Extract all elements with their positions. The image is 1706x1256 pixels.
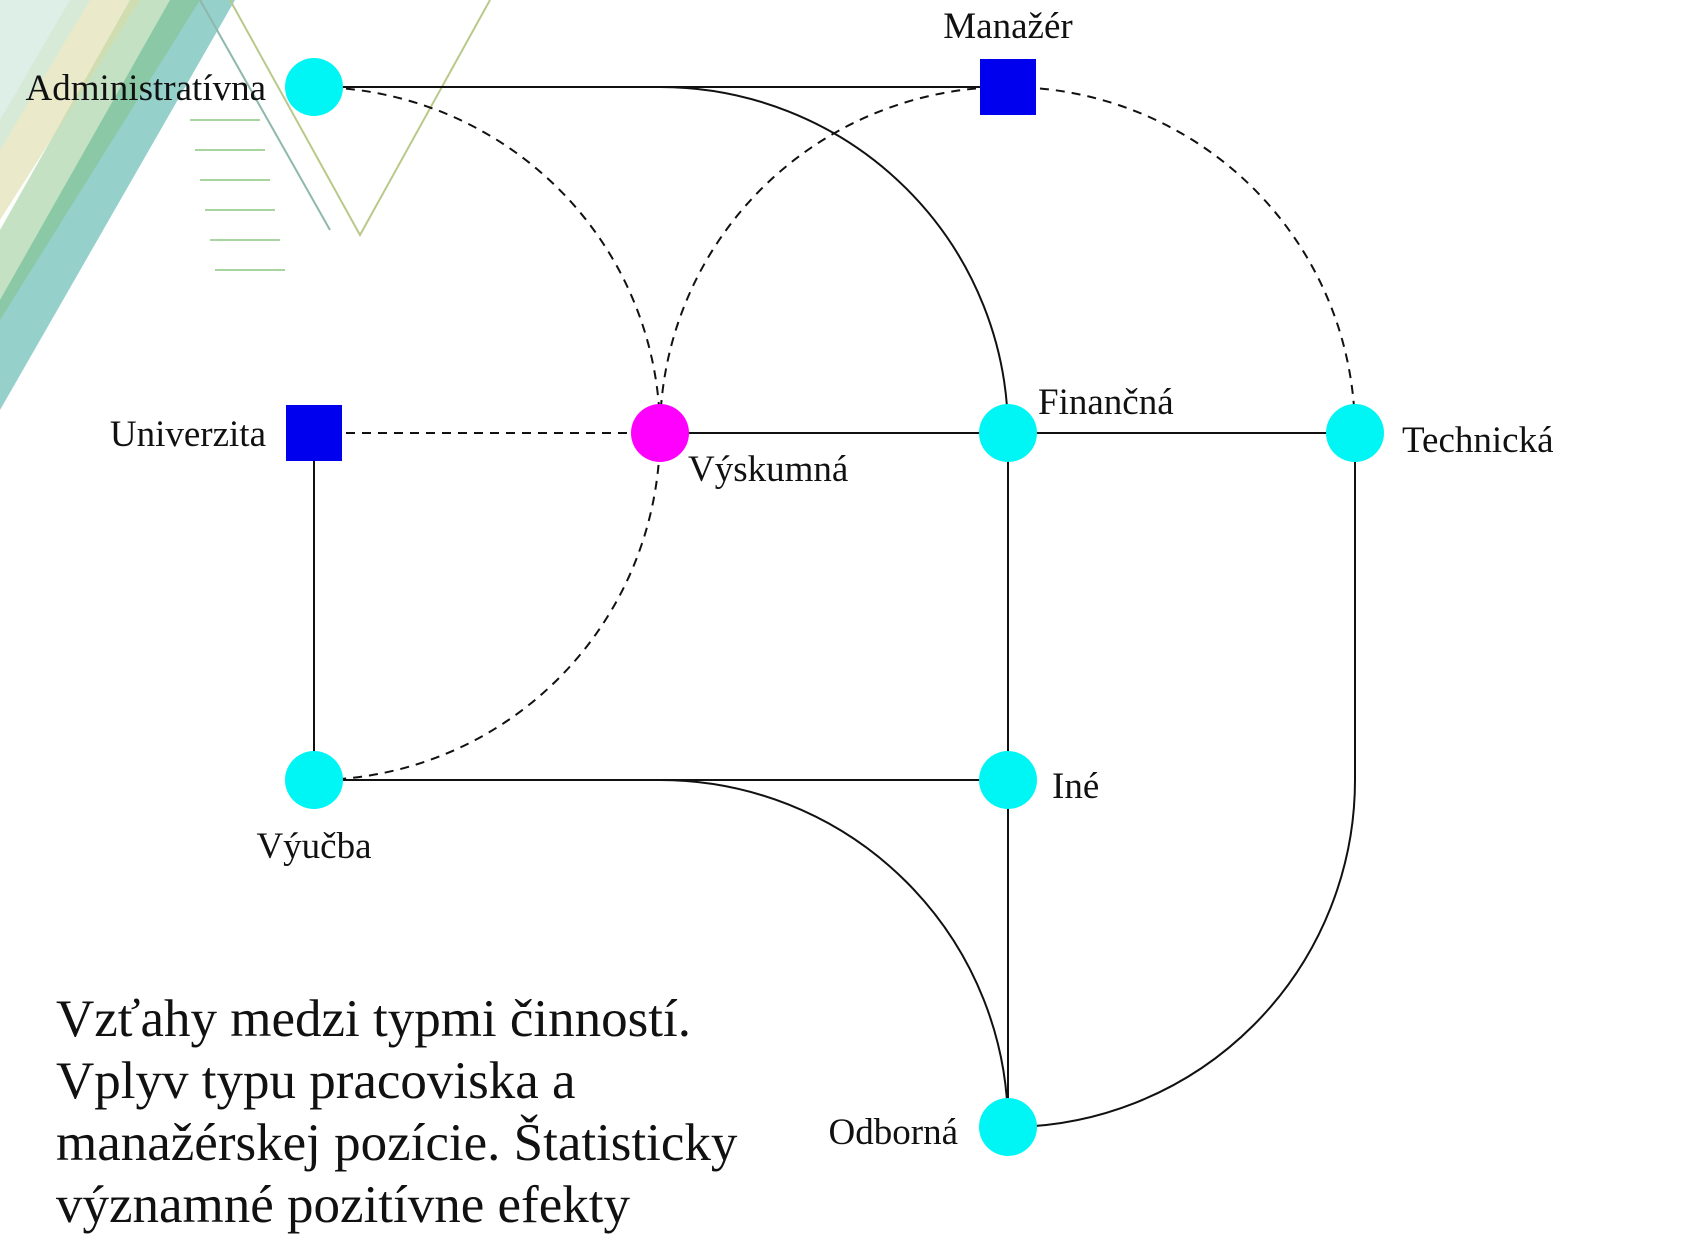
caption: Vzťahy medzi typmi činností. Vplyv typu …: [56, 988, 816, 1236]
node-technicka: [1326, 404, 1384, 462]
node-label-financna: Finančná: [1038, 382, 1174, 423]
deco-hatch-lines: [190, 119, 285, 271]
node-odborna: [979, 1098, 1037, 1156]
node-label-vyskumna: Výskumná: [688, 449, 848, 490]
caption-line-3: manažérskej pozície. Štatisticky: [56, 1114, 738, 1172]
deco-teal-stripe: [0, 0, 235, 410]
deco-thin-line-2: [199, 0, 331, 231]
node-label-technicka: Technická: [1402, 420, 1554, 461]
node-label-odborna: Odborná: [829, 1112, 958, 1153]
caption-line-2: Vplyv typu pracoviska a: [56, 1052, 576, 1110]
node-manazer: [980, 59, 1036, 115]
edge-manazer-technicka: [1007, 86, 1356, 434]
node-vyucba: [285, 751, 343, 809]
edge-vyucba-odborna: [314, 779, 1009, 1128]
node-financna: [979, 404, 1037, 462]
deco-green-stripe: [0, 0, 200, 320]
deco-pale-triangle: [0, 0, 90, 150]
labels-layer: Administratívna ManažérUniverzitaVýskumná…: [26, 6, 1554, 1153]
node-label-administrativna: Administratívna: [26, 68, 266, 109]
node-ine: [979, 751, 1037, 809]
edge-administrativna-financna: [314, 86, 1009, 434]
edge-vyskumna-vyucba: [313, 432, 661, 781]
edge-technicka-odborna: [1007, 433, 1356, 1128]
caption-line-4: významné pozitívne efekty: [56, 1176, 630, 1234]
deco-yellow-stripe: [0, 0, 140, 220]
node-label-vyucba: Výučba: [256, 826, 371, 867]
edge-manazer-vyskumna: [659, 86, 1009, 434]
nodes-layer: [285, 58, 1384, 1156]
node-administrativna: [285, 58, 343, 116]
edge-administrativna-vyskumna: [313, 86, 661, 434]
node-label-manazer: Manažér: [943, 6, 1072, 47]
node-label-univerzita: Univerzita: [110, 414, 266, 455]
caption-line-1: Vzťahy medzi typmi činností.: [56, 990, 691, 1048]
edges-layer: [313, 86, 1356, 1128]
node-vyskumna: [631, 404, 689, 462]
deco-thin-line-1: [229, 0, 491, 238]
node-label-ine: Iné: [1052, 766, 1099, 807]
node-univerzita: [286, 405, 342, 461]
decorative-corner-graphic: [0, 0, 491, 410]
